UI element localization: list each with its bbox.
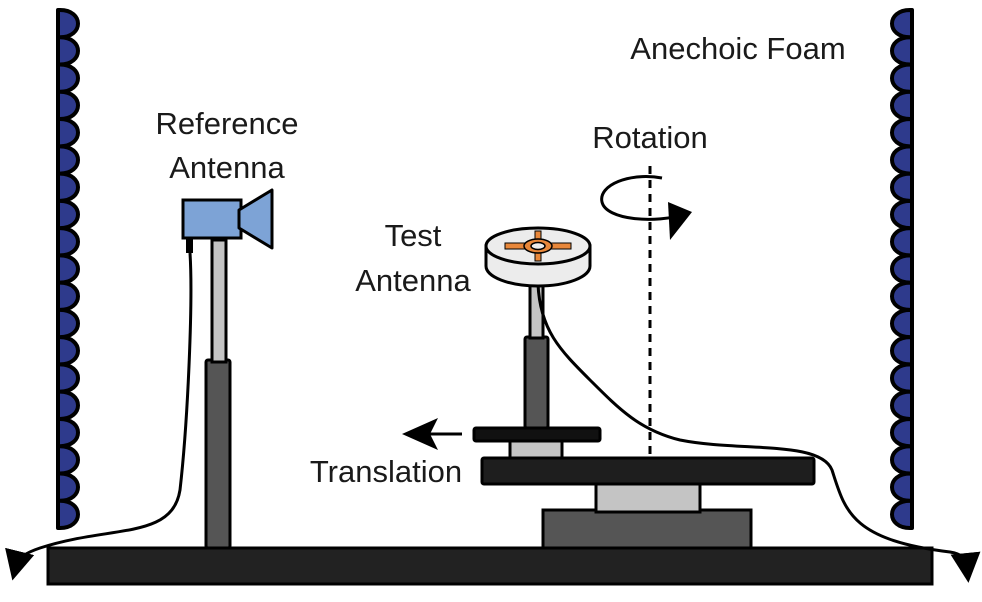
- rotation-stage-spacer: [508, 438, 564, 460]
- label-reference-antenna-line1: Reference: [155, 106, 298, 141]
- test-antenna-element: [504, 230, 572, 262]
- reference-horn-flare: [237, 188, 274, 250]
- rotation-arrowhead: [668, 202, 692, 240]
- label-anechoic-foam: Anechoic Foam: [630, 31, 845, 66]
- floor-base: [46, 546, 934, 586]
- label-test-antenna-line1: Test: [385, 218, 442, 253]
- positioner-spacer: [594, 482, 702, 514]
- label-reference-antenna-line2: Antenna: [169, 150, 285, 185]
- anechoic-foam-right: [890, 8, 914, 530]
- reference-horn-body: [181, 198, 243, 240]
- positioner-base-block: [541, 508, 753, 550]
- test-antenna-cable: [536, 283, 981, 583]
- anechoic-foam-left: [56, 8, 80, 530]
- reference-cable: [5, 252, 193, 581]
- reference-post-lower: [204, 358, 232, 550]
- translation-arrowhead: [402, 418, 438, 450]
- label-test-antenna-line2: Antenna: [355, 263, 471, 298]
- positioner: [472, 274, 816, 550]
- label-rotation: Rotation: [592, 120, 707, 155]
- reference-connector: [186, 237, 193, 253]
- rotation-stage-platform: [472, 426, 602, 443]
- test-post-lower: [523, 335, 550, 430]
- test-antenna: [484, 226, 592, 288]
- reference-post-upper: [210, 238, 228, 364]
- rotation-arrow: [600, 175, 687, 221]
- reference-antenna: [5, 188, 274, 581]
- label-translation: Translation: [310, 454, 462, 489]
- translation-stage-platform: [480, 456, 816, 486]
